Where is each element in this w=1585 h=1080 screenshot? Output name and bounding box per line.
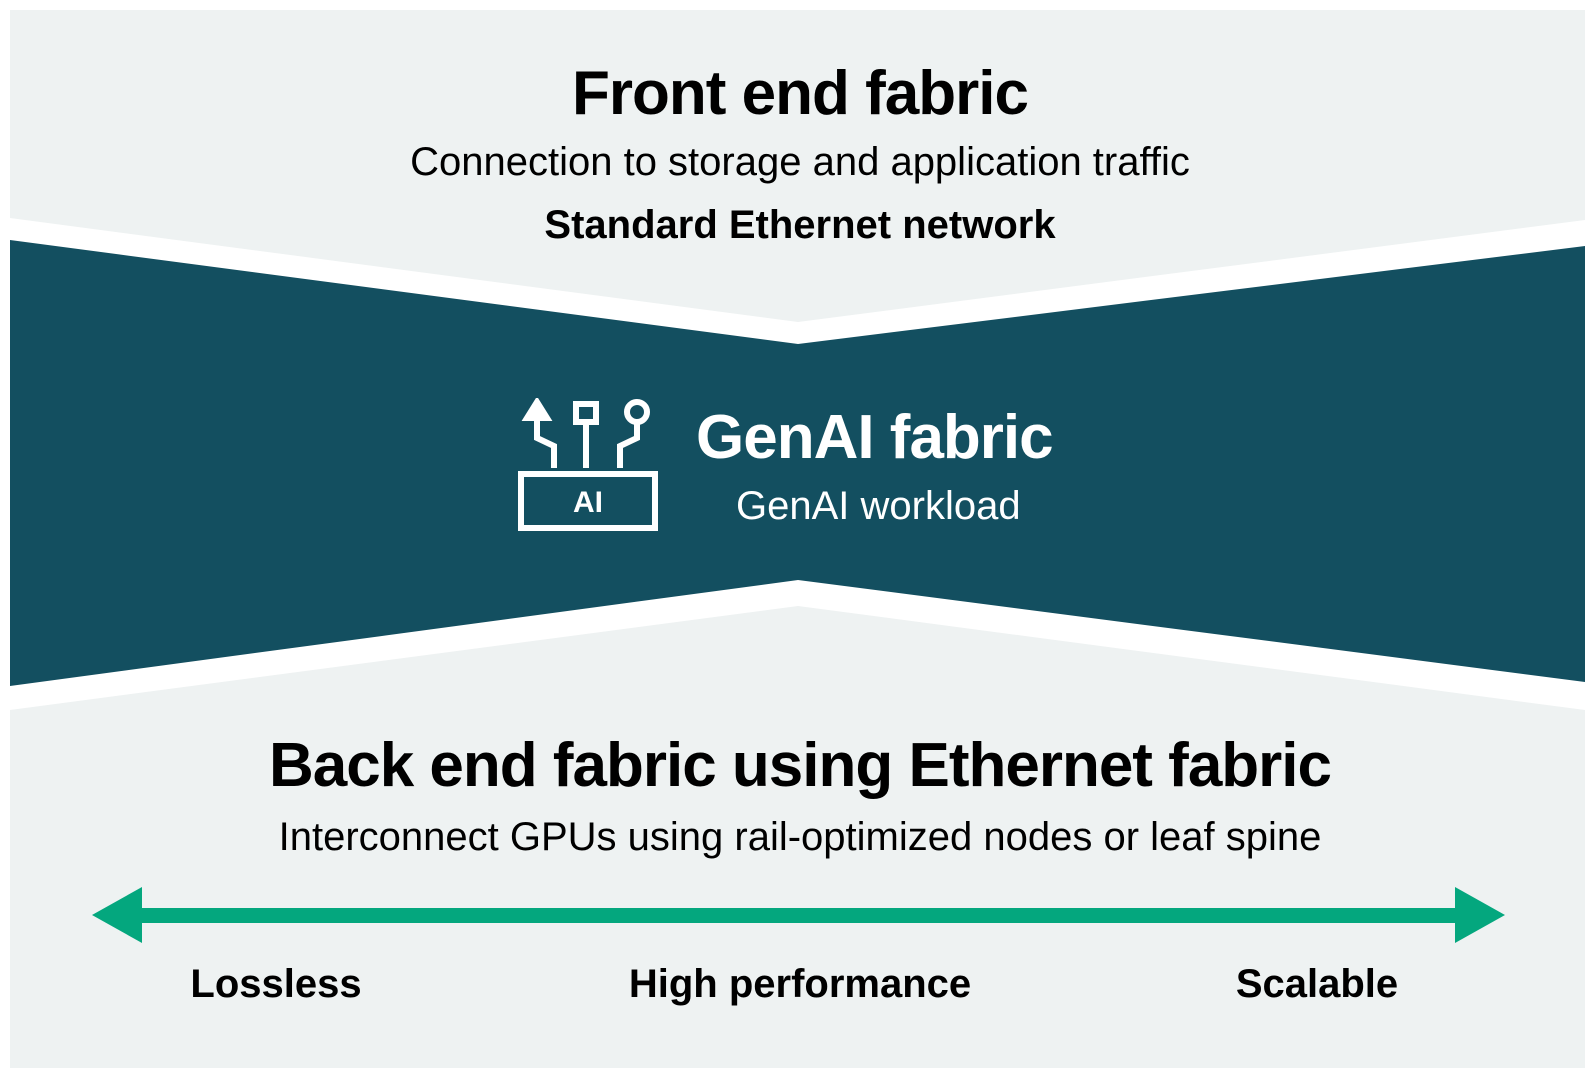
property-scalable: Scalable [1235, 962, 1399, 1006]
back-end-panel [10, 606, 1585, 1068]
square-node [573, 401, 599, 425]
triangle-node [521, 398, 553, 421]
front-end-network: Standard Ethernet network [544, 203, 1056, 247]
back-end-subtitle: Interconnect GPUs using rail-optimized n… [278, 815, 1322, 859]
double-arrow [92, 887, 1505, 943]
chip-box [518, 471, 658, 531]
back-end-title: Back end fabric using Ethernet fabric [268, 731, 1332, 800]
genai-title: GenAI fabric [696, 403, 1054, 472]
genai-block: AI GenAI fabric GenAI workload [518, 398, 1118, 538]
chip-label: AI [573, 486, 603, 519]
arrow-head-left [92, 887, 142, 943]
circle-node [624, 399, 650, 425]
genai-band [10, 240, 1585, 686]
arrow-head-right [1455, 887, 1505, 943]
front-end-panel [10, 10, 1585, 322]
front-end-title: Front end fabric [572, 59, 1029, 128]
right-trace [617, 424, 640, 468]
ai-chip-icon: AI [518, 398, 658, 531]
arrow-shaft [132, 908, 1462, 923]
left-trace [534, 420, 557, 468]
genai-subtitle: GenAI workload [736, 484, 1021, 528]
property-lossless: Lossless [190, 962, 362, 1006]
front-end-subtitle: Connection to storage and application tr… [410, 140, 1190, 184]
property-high-performance: High performance [628, 962, 972, 1006]
